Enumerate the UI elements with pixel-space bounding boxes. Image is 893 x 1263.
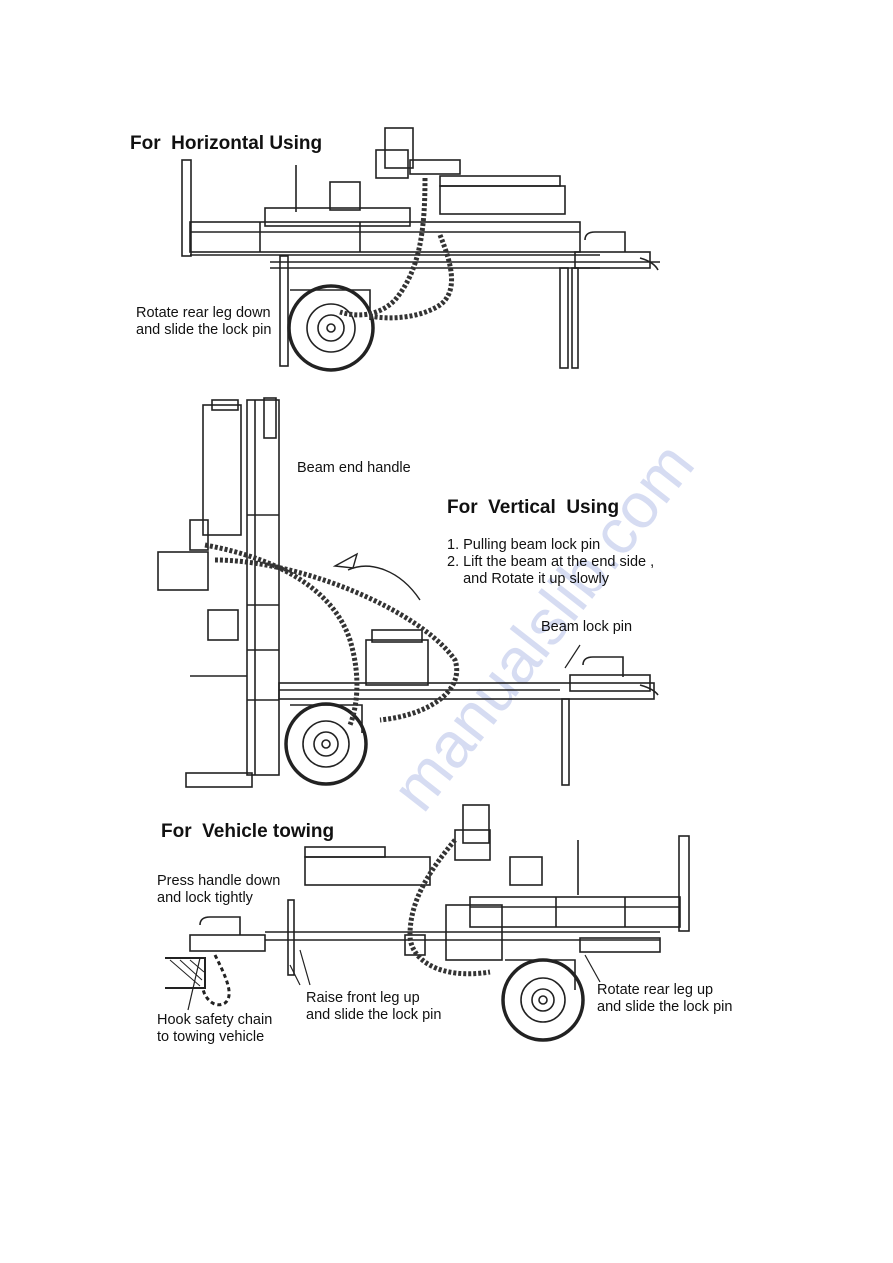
press-handle-callout-line2: and lock tightly <box>157 890 253 906</box>
rear-leg-up-callout-line2: and slide the lock pin <box>597 999 733 1015</box>
vertical-step-2: 2. Lift the beam at the end side , <box>447 554 655 570</box>
horizontal-splitter-drawing <box>181 127 660 372</box>
vertical-splitter-drawing <box>157 397 659 788</box>
vertical-step-2-cont: and Rotate it up slowly <box>447 571 609 587</box>
front-leg-callout-line2: and slide the lock pin <box>306 1007 442 1023</box>
beam-end-handle-callout: Beam end handle <box>297 460 411 476</box>
press-handle-callout-line1: Press handle down <box>157 873 281 889</box>
horizontal-rear-leg-callout-line2: and slide the lock pin <box>136 322 272 338</box>
horizontal-rear-leg-callout-line1: Rotate rear leg down <box>136 305 271 321</box>
safety-chain-callout-line2: to towing vehicle <box>157 1029 265 1045</box>
towing-section-title: For Vehicle towing <box>161 821 335 842</box>
front-leg-callout-line1: Raise front leg up <box>306 990 420 1006</box>
vertical-section-title: For Vertical Using <box>447 497 620 518</box>
towing-splitter-drawing <box>165 804 690 1042</box>
safety-chain-callout-line1: Hook safety chain <box>157 1012 273 1028</box>
vertical-step-1: 1. Pulling beam lock pin <box>447 537 601 553</box>
beam-lock-pin-callout: Beam lock pin <box>541 619 633 635</box>
horizontal-section-title: For Horizontal Using <box>130 133 323 154</box>
rear-leg-up-callout-line1: Rotate rear leg up <box>597 982 714 998</box>
